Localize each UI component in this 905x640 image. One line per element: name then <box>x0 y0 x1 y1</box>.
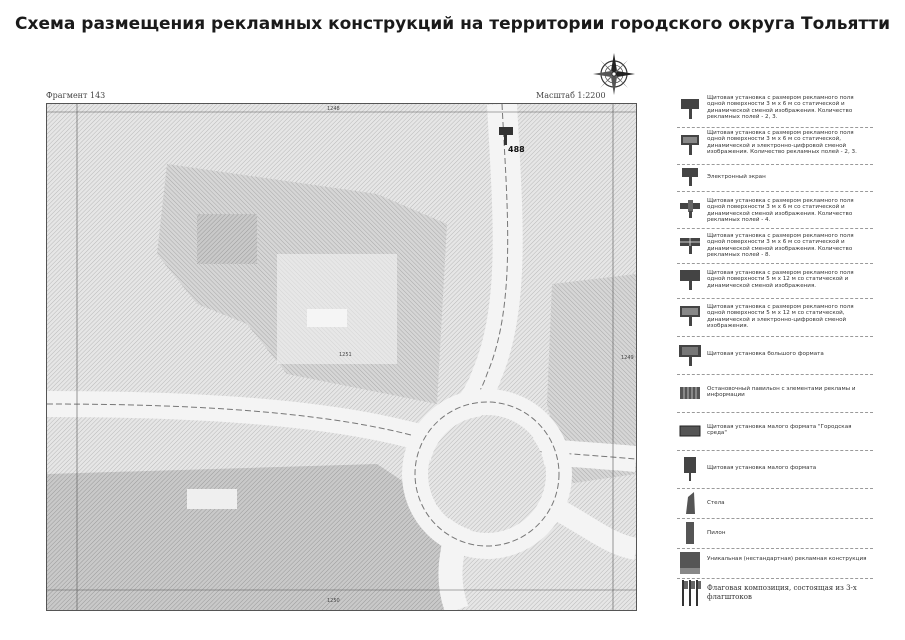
legend-item: Пилон <box>677 518 873 549</box>
roundabout-centerline <box>414 401 560 547</box>
pylon-icon <box>686 522 694 544</box>
legend-item: Щитовая установка с размером рекламного … <box>677 91 873 128</box>
legend-item: Щитовая установка большого формата <box>677 336 873 375</box>
legend-text: Щитовая установка с размером рекламного … <box>707 304 854 330</box>
electronic-screen-icon <box>682 168 698 186</box>
legend-text: Щитовая установка с размером рекламного … <box>707 95 854 121</box>
building <box>307 309 347 327</box>
legend-text: Щитовая установка с размером рекламного … <box>707 233 854 259</box>
grid-number: 1251 <box>339 352 352 358</box>
building <box>197 214 257 264</box>
legend-text: Электронный экран <box>707 174 766 180</box>
citylight-icon <box>679 425 701 437</box>
legend-item: Щитовая установка малого формата "Городс… <box>677 412 873 451</box>
legend-text: Флаговая композиция, состоящая из 3-х фл… <box>707 584 857 601</box>
compass-rose-icon <box>593 53 635 95</box>
billboard-3x6-electronic-icon <box>681 135 699 155</box>
billboard-3x6-eight-sided-icon <box>680 238 700 254</box>
legend-item: Щитовая установка с размером рекламного … <box>677 191 873 229</box>
legend-item: Щитовая установка с размером рекламного … <box>677 298 873 337</box>
billboard-3x6-static-icon <box>681 99 699 119</box>
legend-text: Уникальная (нестандартная) рекламная кон… <box>707 556 867 562</box>
scale-label: Масштаб 1:2200 <box>536 91 606 100</box>
legend-item: Щитовая установка малого формата <box>677 450 873 489</box>
grid-number: 1250 <box>327 598 340 604</box>
legend-text: Остановочный павильон с элементами рекла… <box>707 386 856 399</box>
legend-item: Щитовая установка с размером рекламного … <box>677 127 873 165</box>
advertising-marker-488[interactable]: 488 <box>499 127 525 154</box>
legend-text: Щитовая установка с размером рекламного … <box>707 198 854 224</box>
billboard-5x12-electronic-icon <box>680 306 700 326</box>
legend-text: Щитовая установка малого формата "Городс… <box>707 424 852 437</box>
legend-text: Щитовая установка малого формата <box>707 465 817 471</box>
flag-composition-icon <box>682 580 701 606</box>
map-legend: Щитовая установка с размером рекламного … <box>677 91 873 611</box>
legend-item: Остановочный павильон с элементами рекла… <box>677 374 873 413</box>
unique-structure-icon <box>680 552 700 574</box>
legend-item: Флаговая композиция, состоящая из 3-х фл… <box>677 578 873 608</box>
legend-text: Щитовая установка большого формата <box>707 351 824 357</box>
legend-text: Щитовая установка с размером рекламного … <box>707 130 857 156</box>
building <box>187 489 237 509</box>
fragment-label: Фрагмент 143 <box>46 91 106 100</box>
map-title: Схема размещения рекламных конструкций н… <box>15 14 890 34</box>
building-block <box>47 464 447 610</box>
legend-item: Электронный экран <box>677 164 873 192</box>
legend-text: Щитовая установка с размером рекламного … <box>707 270 854 289</box>
roundabout-island <box>429 416 545 532</box>
stela-icon <box>686 492 695 514</box>
legend-item: Уникальная (нестандартная) рекламная кон… <box>677 548 873 579</box>
marker-label: 488 <box>508 145 525 154</box>
map-fragment[interactable]: 1248 1249 1250 1251 488 <box>46 103 637 611</box>
billboard-5x12-static-icon <box>680 270 700 290</box>
legend-item: Стела <box>677 488 873 519</box>
legend-item: Щитовая установка с размером рекламного … <box>677 263 873 299</box>
grid-number: 1249 <box>621 355 634 361</box>
grid-number: 1248 <box>327 106 340 112</box>
pavilion-icon <box>680 387 700 399</box>
legend-text: Стела <box>707 500 725 506</box>
small-format-billboard-icon <box>684 457 696 481</box>
billboard-3x6-four-sided-icon <box>680 200 700 218</box>
legend-text: Пилон <box>707 530 726 536</box>
large-format-billboard-icon <box>679 345 701 366</box>
building-block <box>547 274 636 484</box>
legend-item: Щитовая установка с размером рекламного … <box>677 228 873 264</box>
